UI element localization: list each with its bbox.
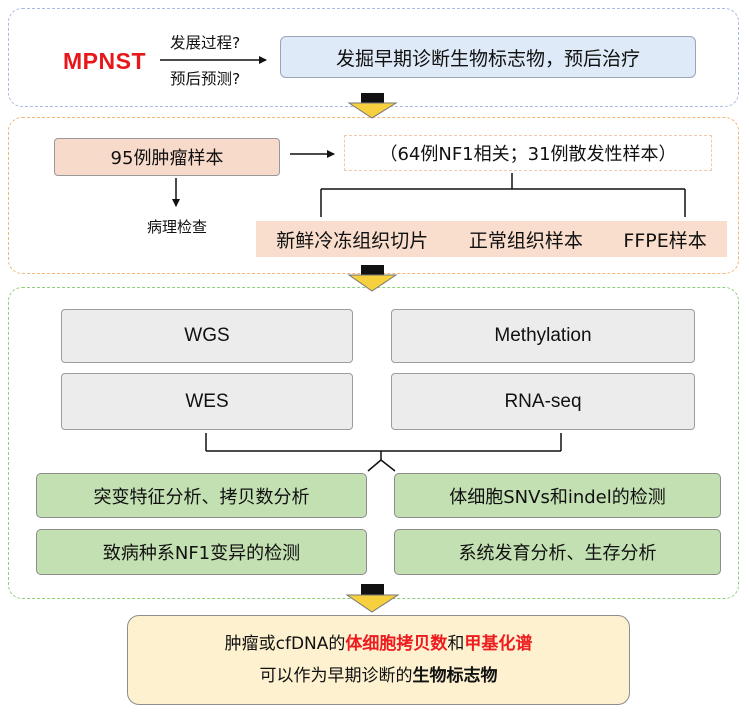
samples-box: 95例肿瘤样本 xyxy=(54,138,280,176)
analysis-germline-nf1: 致病种系NF1变异的检测 xyxy=(36,529,367,575)
result-line-1: 肿瘤或cfDNA的体细胞拷贝数和甲基化谱 xyxy=(225,628,533,660)
result-highlight-cnv: 体细胞拷贝数 xyxy=(345,634,448,654)
sample-type-frozen: 新鲜冷冻组织切片 xyxy=(276,229,429,252)
analysis-snv-indel: 体细胞SNVs和indel的检测 xyxy=(394,473,721,518)
result-text: 肿瘤或cfDNA的 xyxy=(224,634,346,654)
sample-type-bracket xyxy=(320,173,686,217)
result-highlight-methylation: 甲基化谱 xyxy=(464,634,533,654)
analysis-bracket xyxy=(205,433,562,472)
analysis-mutation-cnv: 突变特征分析、拷贝数分析 xyxy=(36,473,367,518)
sample-type-normal: 正常组织样本 xyxy=(468,229,583,252)
tumor-label: MPNST xyxy=(63,47,146,74)
subtypes-box: （64例NF1相关；31例散发性样本） xyxy=(344,135,712,171)
sample-types-bar: 新鲜冷冻组织切片 正常组织样本 FFPE样本 xyxy=(256,221,727,257)
stage-arrow-3 xyxy=(345,584,400,613)
progression-question: 发展过程? xyxy=(170,34,241,52)
sample-type-ffpe: FFPE样本 xyxy=(623,229,707,252)
result-highlight-biomarker: 生物标志物 xyxy=(412,666,498,686)
assay-wgs: WGS xyxy=(61,309,353,363)
result-line-2: 可以作为早期诊断的生物标志物 xyxy=(260,660,498,692)
stage-arrow-2 xyxy=(347,265,398,292)
goal-box: 发掘早期诊断生物标志物，预后治疗 xyxy=(280,36,696,78)
prognosis-question: 预后预测? xyxy=(170,70,241,88)
result-text: 可以作为早期诊断的 xyxy=(259,666,413,686)
result-box: 肿瘤或cfDNA的体细胞拷贝数和甲基化谱 可以作为早期诊断的生物标志物 xyxy=(127,615,630,705)
stage-arrow-1 xyxy=(347,93,398,119)
result-text: 和 xyxy=(447,634,465,654)
assay-methylation: Methylation xyxy=(391,309,695,363)
assay-wes: WES xyxy=(61,373,353,430)
analysis-phylo-survival: 系统发育分析、生存分析 xyxy=(394,529,721,575)
pathology-label: 病理检查 xyxy=(146,217,207,236)
assay-rnaseq: RNA-seq xyxy=(391,373,695,430)
